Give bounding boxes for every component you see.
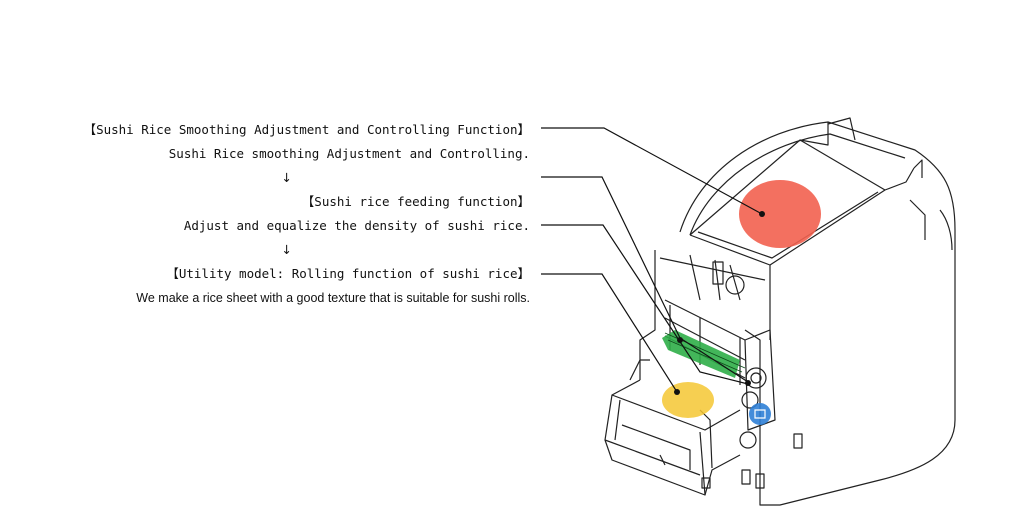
- down-arrow-2: ↓: [281, 242, 292, 257]
- rolling-highlight: [662, 382, 714, 418]
- leader-lines: [541, 127, 763, 393]
- feeding-leader-dot: [677, 337, 683, 343]
- rolling-leader-line: [541, 273, 678, 393]
- smoothing-leader-line: [541, 127, 763, 215]
- smoothing-leader-dot: [759, 211, 765, 217]
- rolling-description: We make a rice sheet with a good texture…: [136, 291, 530, 305]
- knob-highlight: [749, 403, 771, 425]
- smoothing-highlight: [739, 180, 821, 248]
- function-labels: 【Sushi Rice Smoothing Adjustment and Con…: [84, 118, 530, 310]
- feeding-description: Adjust and equalize the density of sushi…: [183, 218, 530, 233]
- rolling-title: 【Utility model: Rolling function of sush…: [166, 266, 530, 281]
- smoothing-description: Sushi Rice smoothing Adjustment and Cont…: [168, 146, 530, 161]
- machine-outline: [604, 117, 956, 506]
- feeding-title: 【Sushi rice feeding function】: [301, 194, 530, 209]
- smoothing-title: 【Sushi Rice Smoothing Adjustment and Con…: [83, 122, 530, 137]
- down-arrow-1: ↓: [281, 170, 292, 185]
- feeding-leader-line-b: [541, 224, 749, 385]
- knob-leader-dot: [745, 380, 751, 386]
- rolling-leader-dot: [674, 389, 680, 395]
- feeding-leader-line-a: [541, 176, 749, 383]
